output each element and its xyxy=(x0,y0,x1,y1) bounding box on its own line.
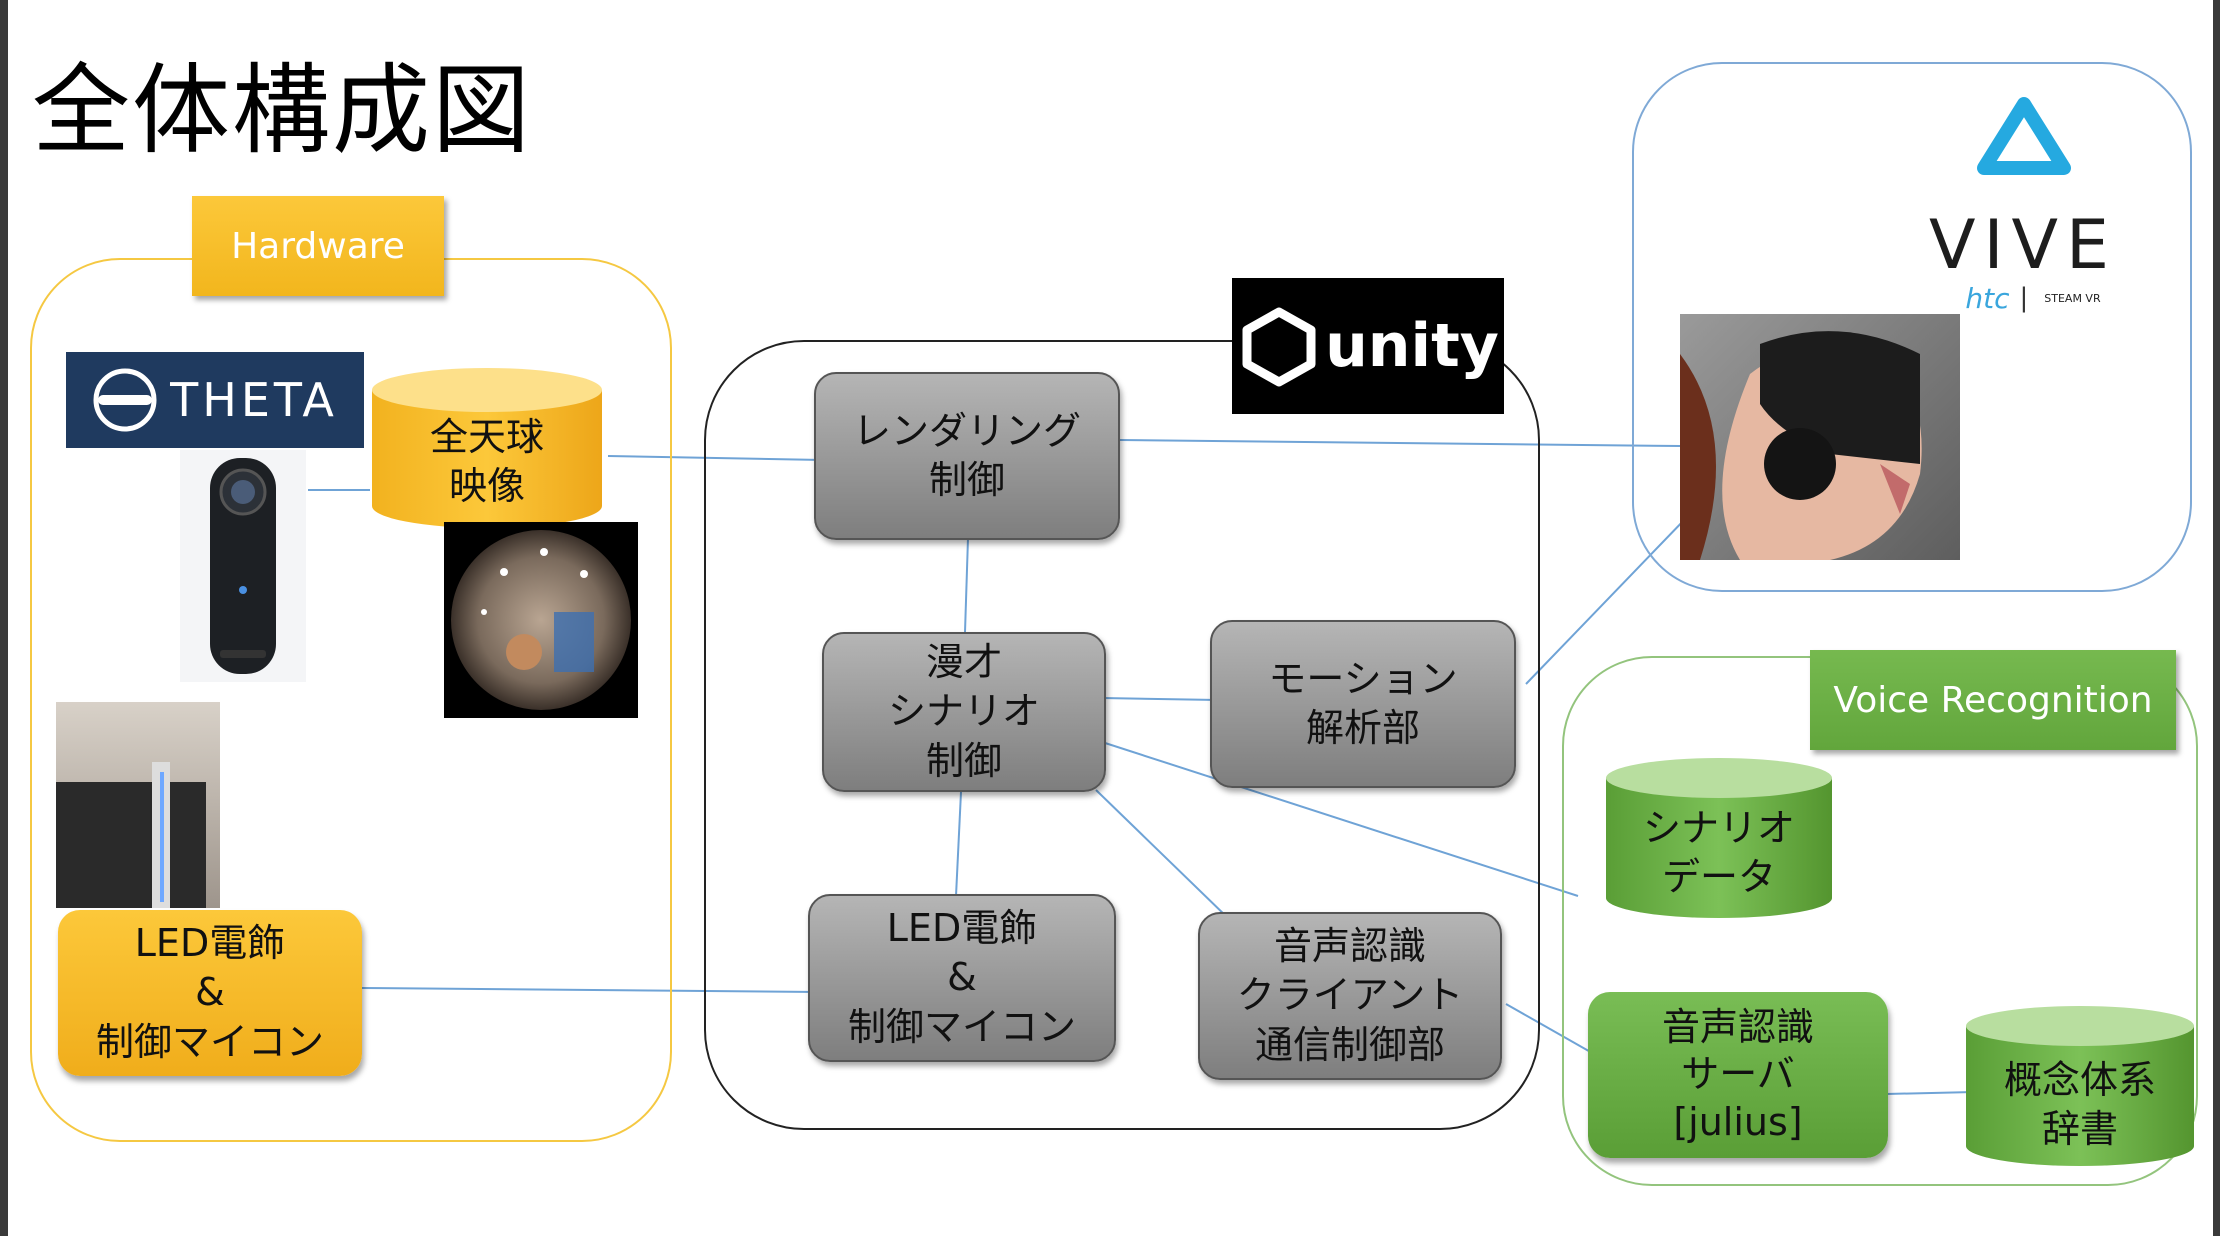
server-line2: サーバ xyxy=(1681,1052,1795,1097)
line-manzai-motion xyxy=(1101,697,1219,701)
hardware-label: Hardware xyxy=(192,196,444,296)
theta-lens-icon xyxy=(93,368,157,432)
unity-cube-icon xyxy=(1242,307,1316,387)
led-ctrl-line2: & xyxy=(947,955,977,1000)
line-manzai-scenario xyxy=(1101,741,1579,897)
led-hardware-line1: LED電飾 xyxy=(134,920,286,965)
vive-sub-divider: | xyxy=(2019,283,2029,313)
dictionary-line2: 辞書 xyxy=(2041,1107,2118,1151)
line-voiceclient-server xyxy=(1505,1003,1595,1055)
vive-sub-logo: htc | STEAM VR xyxy=(1938,281,2128,315)
slide: 全体構成図 Hardware Voice Recognition THETA xyxy=(8,0,2213,1236)
led-hardware-box: LED電飾 & 制御マイコン xyxy=(58,910,362,1076)
line-rendering-manzai xyxy=(964,537,969,633)
manzai-line3: 制御 xyxy=(925,738,1002,783)
server-line3: [julius] xyxy=(1673,1099,1803,1144)
line-server-dictionary xyxy=(1885,1091,1975,1095)
line-rendering-vive xyxy=(1119,439,1681,447)
line-manzai-voiceclient xyxy=(1095,789,1231,921)
motion-analysis-box: モーション 解析部 xyxy=(1210,620,1516,788)
scenario-data-line2: データ xyxy=(1661,855,1776,899)
line-led-ledctrl xyxy=(361,987,819,993)
rendering-line2: 制御 xyxy=(928,458,1005,502)
led-ctrl-line1: LED電飾 xyxy=(886,905,1038,950)
led-hardware-line3: 制御マイコン xyxy=(95,1019,324,1064)
voice-recognition-label: Voice Recognition xyxy=(1810,650,2176,750)
steamvr-logo-text: STEAM VR xyxy=(2044,291,2101,305)
led-ctrl-line3: 制御マイコン xyxy=(847,1004,1076,1049)
rendering-control-box: レンダリング 制御 xyxy=(814,372,1120,540)
voice-recognition-server-box: 音声認識 サーバ [julius] xyxy=(1588,992,1888,1158)
unity-logo: unity xyxy=(1232,278,1504,414)
concept-dictionary-cylinder: 概念体系 辞書 xyxy=(1964,1004,2196,1170)
vive-group-frame xyxy=(1632,62,2192,592)
unity-group-frame xyxy=(704,340,1540,1130)
theta-camera-image xyxy=(180,450,306,682)
line-manzai-led xyxy=(955,791,962,897)
voice-client-line1: 音声認識 xyxy=(1273,923,1426,968)
rendering-line1: レンダリング xyxy=(852,408,1081,453)
vr-headset-user-image xyxy=(1680,314,1960,560)
page-title: 全体構成図 xyxy=(32,54,533,168)
manzai-scenario-control-box: 漫才 シナリオ 制御 xyxy=(822,632,1106,792)
scenario-data-cylinder: シナリオ データ xyxy=(1604,756,1834,922)
connector-lines xyxy=(308,439,1975,1095)
fisheye-panorama-image xyxy=(444,522,638,718)
motion-line2: 解析部 xyxy=(1305,706,1420,750)
led-hardware-line2: & xyxy=(195,970,225,1015)
panorama-label-line2: 映像 xyxy=(448,464,525,508)
voice-client-line2: クライアント xyxy=(1236,973,1464,1018)
panorama-label-line1: 全天球 xyxy=(429,414,544,459)
manzai-line2: シナリオ xyxy=(887,689,1040,734)
voice-client-line3: 通信制御部 xyxy=(1254,1022,1445,1067)
motion-line1: モーション xyxy=(1268,656,1458,701)
dictionary-line1: 概念体系 xyxy=(2003,1057,2156,1102)
unity-logo-text: unity xyxy=(1325,311,1499,381)
voice-client-comm-box: 音声認識 クライアント 通信制御部 xyxy=(1198,912,1502,1080)
led-device-image xyxy=(56,702,220,908)
line-panorama-rendering xyxy=(607,455,824,461)
theta-logo: THETA xyxy=(66,352,364,448)
theta-logo-text: THETA xyxy=(170,373,338,427)
led-control-box: LED電飾 & 制御マイコン xyxy=(808,894,1116,1062)
manzai-line1: 漫才 xyxy=(925,639,1002,684)
server-line1: 音声認識 xyxy=(1661,1004,1814,1049)
vive-triangle-icon xyxy=(1977,97,2071,175)
htc-logo-text: htc xyxy=(1965,281,2010,315)
panorama-video-cylinder: 全天球 映像 xyxy=(370,366,604,530)
vive-wordmark: VIVE xyxy=(1928,206,2118,285)
scenario-data-line1: シナリオ xyxy=(1642,805,1795,850)
